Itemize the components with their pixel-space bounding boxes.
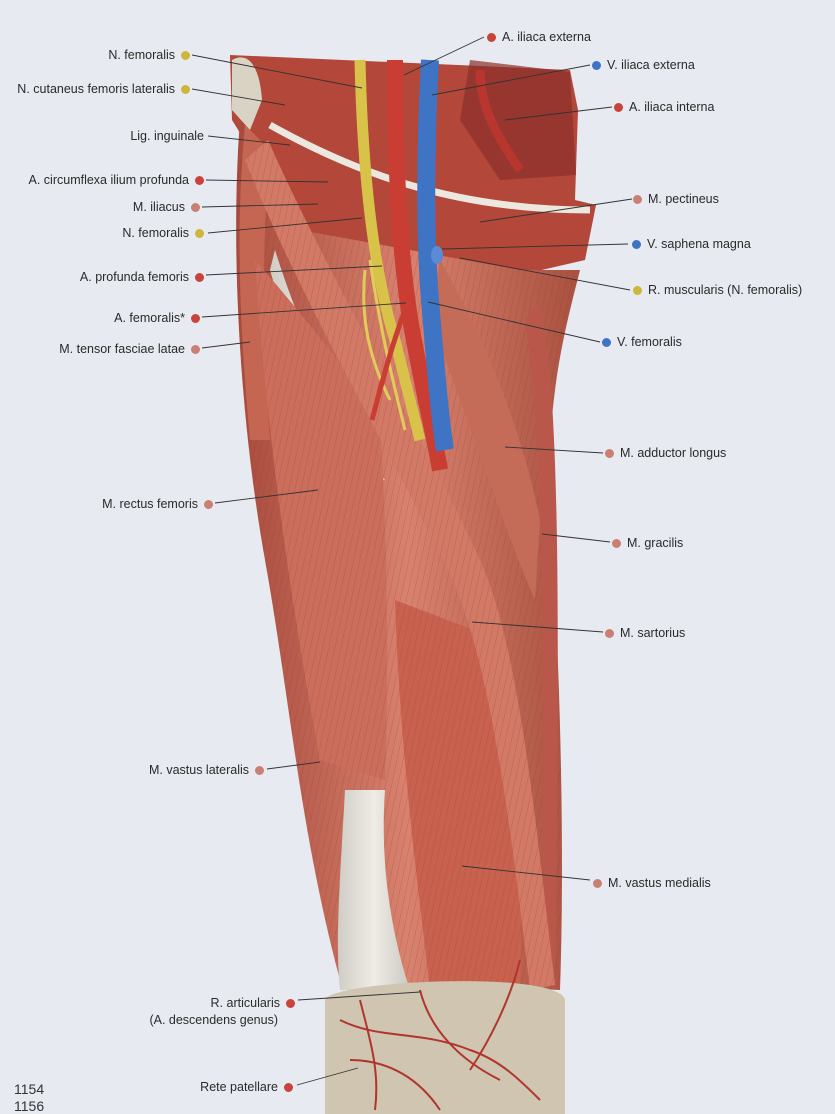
label-a-femoralis: A. femoralis* <box>114 311 200 326</box>
vein-dot <box>632 240 641 249</box>
label-m-rectus-femoris: M. rectus femoris <box>102 497 213 512</box>
artery-dot <box>191 314 200 323</box>
artery-dot <box>195 273 204 282</box>
label-m-vastus-medialis: M. vastus medialis <box>593 876 711 891</box>
femoral-vein <box>417 59 454 452</box>
artery-dot <box>195 176 204 185</box>
internal-iliac-artery <box>475 69 524 173</box>
tensor-fasciae-latae <box>239 125 270 440</box>
artery-dot <box>284 1083 293 1092</box>
label-m-iliacus: M. iliacus <box>133 200 200 215</box>
label-a-iliaca-interna: A. iliaca interna <box>614 100 714 115</box>
muscle-dot <box>633 195 642 204</box>
page-number-2: 1156 <box>14 1098 45 1114</box>
quadriceps-tendon <box>337 790 410 990</box>
label-v-femoralis: V. femoralis <box>602 335 682 350</box>
label-r-muscularis: R. muscularis (N. femoralis) <box>633 283 802 298</box>
label-a-profunda-femoris: A. profunda femoris <box>80 270 204 285</box>
nerve-dot <box>195 229 204 238</box>
label-m-vastus-lateralis: M. vastus lateralis <box>149 763 264 778</box>
rete-patellare <box>339 959 541 1111</box>
muscle-dot <box>204 500 213 509</box>
label-m-tensor-fasciae-latae: M. tensor fasciae latae <box>59 342 200 357</box>
muscle-dot <box>191 203 200 212</box>
femoral-nerve <box>354 59 426 442</box>
label-a-descendens-genus: (A. descendens genus) <box>149 1013 278 1027</box>
label-n-femoralis: N. femoralis <box>122 226 204 241</box>
muscle-dot <box>612 539 621 548</box>
muscle-dot <box>593 879 602 888</box>
vein-dot <box>602 338 611 347</box>
artery-dot <box>614 103 623 112</box>
label-n-cutaneus-femoris-lateralis: N. cutaneus femoris lateralis <box>17 82 190 97</box>
artery-dot <box>286 999 295 1008</box>
artery-dot <box>487 33 496 42</box>
muscle-dot <box>255 766 264 775</box>
adductor-longus <box>430 260 540 600</box>
knee-region <box>325 981 565 1114</box>
label-r-articularis: R. articularis <box>211 996 295 1011</box>
leader-lines-right <box>403 36 633 881</box>
gracilis <box>525 300 558 980</box>
nerve-dot <box>181 85 190 94</box>
nerve-dot <box>633 286 642 295</box>
vein-dot <box>592 61 601 70</box>
label-n-femoralis-top: N. femoralis <box>108 48 190 63</box>
femoral-artery <box>387 59 448 472</box>
label-v-saphena-magna: V. saphena magna <box>632 237 751 252</box>
page-number-1: 1154 <box>14 1081 45 1097</box>
label-lig-inguinale: Lig. inguinale <box>130 129 204 143</box>
label-v-iliaca-externa: V. iliaca externa <box>592 58 695 73</box>
muscle-dot <box>605 629 614 638</box>
label-a-circumflexa-ilium-profunda: A. circumflexa ilium profunda <box>29 173 204 188</box>
inguinal-ligament <box>268 121 591 214</box>
label-rete-patellare: Rete patellare <box>200 1080 293 1095</box>
muscle-dot <box>605 449 614 458</box>
muscle-dot <box>191 345 200 354</box>
label-m-pectineus: M. pectineus <box>633 192 719 207</box>
label-m-sartorius: M. sartorius <box>605 626 685 641</box>
nerve-dot <box>181 51 190 60</box>
label-a-iliaca-externa: A. iliaca externa <box>487 30 591 45</box>
label-m-gracilis: M. gracilis <box>612 536 683 551</box>
label-m-adductor-longus: M. adductor longus <box>605 446 726 461</box>
leader-lines-left <box>191 54 421 1086</box>
